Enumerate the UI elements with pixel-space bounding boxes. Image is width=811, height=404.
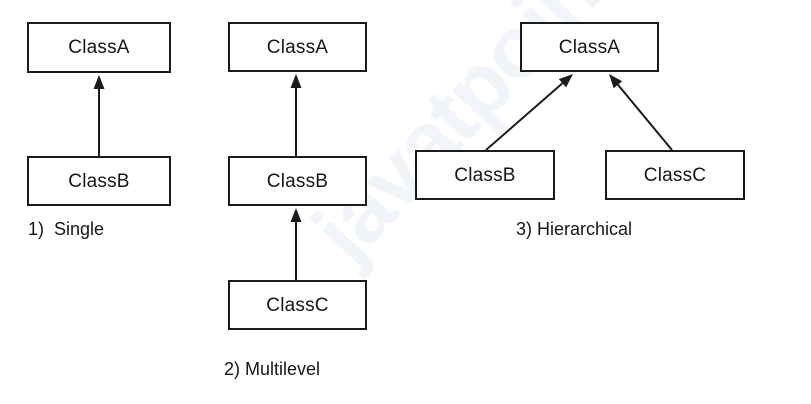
- class-box-multilevel-classb[interactable]: ClassB: [228, 156, 367, 206]
- caption-single: 1) Single: [28, 219, 105, 239]
- arrow-head: [93, 75, 105, 89]
- class-box-multilevel-classa[interactable]: ClassA: [228, 22, 367, 72]
- caption-hierarchical: 3) Hierarchical: [516, 219, 633, 239]
- class-box-hierarchical-classc[interactable]: ClassC: [605, 150, 745, 200]
- class-box-multilevel-classc[interactable]: ClassC: [228, 280, 367, 330]
- arrow-head: [290, 74, 302, 88]
- arrow-shaft: [485, 82, 564, 151]
- inheritance-arrow-single-0: [93, 75, 105, 156]
- class-box-hierarchical-classa[interactable]: ClassA: [520, 22, 659, 72]
- class-box-single-classa[interactable]: ClassA: [27, 22, 171, 73]
- inheritance-arrow-multilevel-1: [290, 208, 302, 280]
- caption-multilevel: 2) Multilevel: [224, 359, 321, 379]
- arrow-head: [558, 74, 573, 88]
- arrow-shaft: [617, 84, 673, 151]
- class-box-label: ClassB: [68, 170, 130, 192]
- inheritance-arrow-hierarchical-0: [485, 74, 573, 151]
- class-box-label: ClassC: [643, 164, 707, 186]
- class-box-label: ClassB: [266, 170, 329, 192]
- class-box-hierarchical-classb[interactable]: ClassB: [415, 150, 555, 200]
- class-box-label: ClassB: [454, 164, 516, 186]
- class-box-label: ClassA: [558, 36, 621, 58]
- inheritance-arrow-multilevel-0: [290, 74, 302, 156]
- inheritance-arrow-hierarchical-1: [609, 74, 673, 151]
- arrow-head: [609, 74, 623, 89]
- class-box-label: ClassA: [266, 36, 329, 58]
- arrow-head: [290, 208, 302, 222]
- class-box-single-classb[interactable]: ClassB: [27, 156, 171, 206]
- class-box-label: ClassA: [68, 37, 130, 58]
- class-box-label: ClassC: [266, 294, 329, 316]
